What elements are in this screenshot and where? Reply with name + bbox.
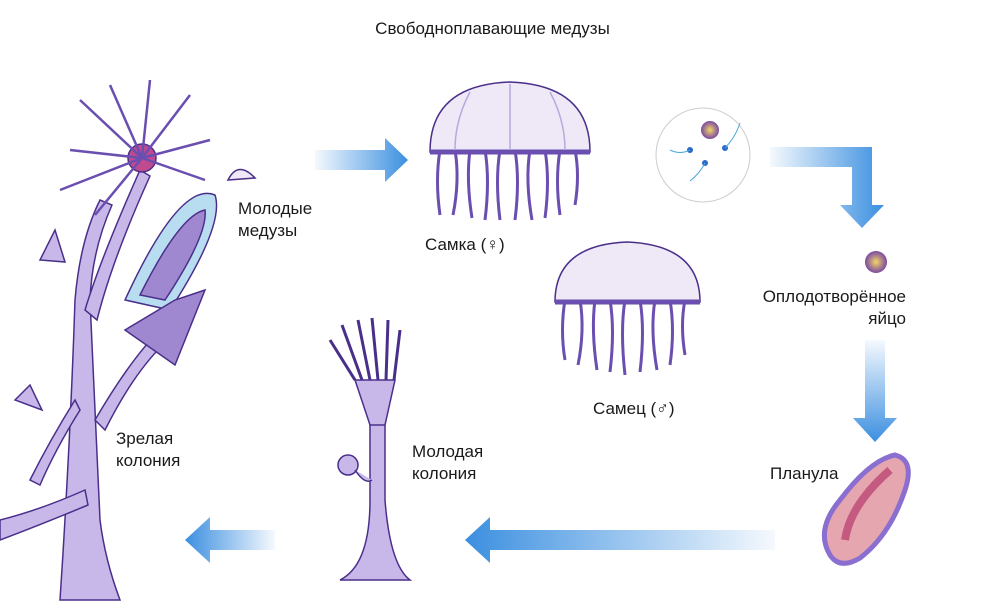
label-line: колония [412, 464, 477, 483]
arrow-to-planula [853, 340, 897, 442]
planula [821, 452, 911, 566]
label-young-colony: Молодая колония [412, 441, 483, 485]
label-planula: Планула [770, 464, 839, 483]
egg-and-sperm [655, 107, 751, 203]
arrow-to-mature-colony [185, 517, 275, 563]
label-male: Самец (♂) [593, 399, 675, 418]
young-colony [328, 317, 413, 581]
label-line: Зрелая [116, 429, 174, 448]
male-medusa [554, 241, 701, 376]
mature-colony [0, 79, 257, 601]
diagram-title: Свободноплавающие медузы [375, 19, 610, 38]
label-young-medusae: Молодые медузы [238, 198, 312, 242]
female-medusa [429, 81, 591, 221]
label-line: яйцо [868, 309, 906, 328]
label-female: Самка (♀) [425, 235, 505, 254]
arrow-to-young-colony [465, 517, 775, 563]
label-mature-colony: Зрелая колония [116, 428, 180, 472]
arrow-to-medusae [315, 138, 408, 182]
label-line: колония [116, 451, 181, 470]
label-fertilized-egg: Оплодотворённое яйцо [728, 286, 906, 330]
fertilized-egg [865, 251, 887, 273]
label-line: медузы [238, 221, 298, 240]
arrow-to-egg [770, 147, 884, 228]
label-line: Молодая [412, 442, 484, 461]
label-line: Оплодотворённое [762, 287, 906, 306]
label-line: Молодые [238, 199, 313, 218]
